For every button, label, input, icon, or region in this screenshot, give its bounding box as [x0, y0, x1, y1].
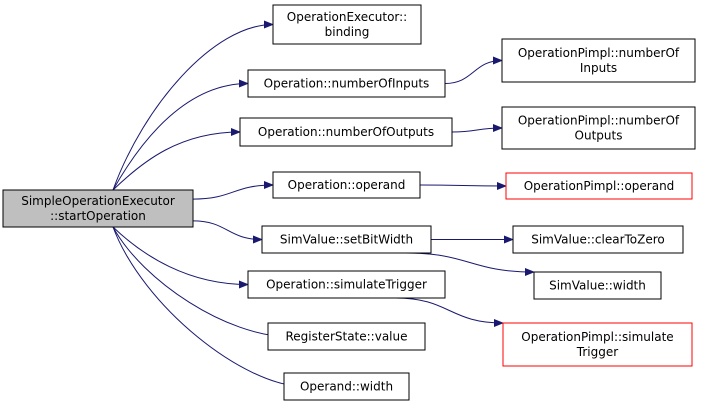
- edge-root-to-numOutputs: [112, 128, 241, 191]
- node-pimplSimTrigger[interactable]: OperationPimpl::simulateTrigger: [502, 322, 693, 367]
- edge-setBitWidth-to-simWidth: [405, 252, 535, 276]
- node-pimplInputs[interactable]: OperationPimpl::numberOfInputs: [501, 38, 696, 83]
- node-box: [272, 171, 421, 199]
- node-box: [261, 225, 432, 254]
- nodes-layer: SimpleOperationExecutor::startOperationO…: [2, 4, 696, 401]
- node-label: OperationPimpl::numberOf: [518, 114, 680, 128]
- node-simWidth[interactable]: SimValue::width: [533, 271, 662, 300]
- node-label: OperationExecutor::: [287, 10, 407, 24]
- node-pimplOperand[interactable]: OperationPimpl::operand: [505, 172, 693, 200]
- node-label: binding: [325, 25, 370, 39]
- node-numOutputs[interactable]: Operation::numberOfOutputs: [239, 117, 453, 147]
- node-label: Inputs: [580, 61, 617, 75]
- node-label: Operation::operand: [288, 178, 406, 192]
- node-box: [2, 189, 194, 228]
- node-label: Operation::numberOfInputs: [264, 77, 430, 91]
- node-label: SimpleOperationExecutor: [21, 194, 175, 208]
- node-label: SimValue::setBitWidth: [280, 233, 413, 247]
- edge-root-to-binding: [112, 20, 274, 191]
- node-label: Trigger: [576, 345, 618, 359]
- node-setBitWidth[interactable]: SimValue::setBitWidth: [261, 225, 432, 254]
- node-regValue[interactable]: RegisterState::value: [267, 322, 426, 351]
- node-label: Operation::numberOfOutputs: [258, 125, 434, 139]
- edge-root-to-operandWidth: [112, 226, 305, 391]
- edge-root-to-operand: [192, 181, 274, 200]
- node-box: [533, 271, 662, 300]
- node-label: OperationPimpl::numberOf: [518, 46, 680, 60]
- node-box: [501, 38, 696, 83]
- node-box: [283, 372, 410, 401]
- node-box: [272, 4, 422, 45]
- node-box: [247, 270, 446, 299]
- node-box: [267, 322, 426, 351]
- node-label: SimValue::width: [549, 279, 646, 293]
- node-box: [501, 106, 696, 150]
- node-label: SimValue::clearToZero: [531, 233, 665, 247]
- node-operandWidth[interactable]: Operand::width: [283, 372, 410, 401]
- edge-numOutputs-to-pimplOutputs: [451, 124, 503, 133]
- edges-layer: [112, 20, 535, 391]
- node-box: [247, 69, 446, 98]
- node-label: OperationPimpl::simulate: [521, 330, 673, 344]
- node-box: [502, 322, 693, 367]
- node-operand[interactable]: Operation::operand: [272, 171, 421, 199]
- edge-root-to-numInputs: [112, 79, 249, 191]
- edge-root-to-setBitWidth: [192, 220, 263, 244]
- edge-numInputs-to-pimplInputs: [444, 56, 503, 84]
- node-binding[interactable]: OperationExecutor::binding: [272, 4, 422, 45]
- edge-root-to-regValue: [112, 226, 289, 341]
- node-label: OperationPimpl::operand: [524, 179, 675, 193]
- node-label: Operation::simulateTrigger: [266, 278, 427, 292]
- node-root[interactable]: SimpleOperationExecutor::startOperation: [2, 189, 194, 228]
- node-clearToZero[interactable]: SimValue::clearToZero: [512, 225, 684, 254]
- edge-operand-to-pimplOperand: [419, 181, 507, 190]
- edge-root-to-simTrigger: [112, 226, 249, 289]
- node-box: [505, 172, 693, 200]
- edge-simTrigger-to-pimplSimTrigger: [395, 297, 504, 327]
- node-label: ::startOperation: [50, 209, 146, 223]
- node-box: [512, 225, 684, 254]
- node-simTrigger[interactable]: Operation::simulateTrigger: [247, 270, 446, 299]
- node-box: [239, 117, 453, 147]
- node-label: Operand::width: [300, 380, 393, 394]
- node-numInputs[interactable]: Operation::numberOfInputs: [247, 69, 446, 98]
- node-pimplOutputs[interactable]: OperationPimpl::numberOfOutputs: [501, 106, 696, 150]
- node-label: RegisterState::value: [285, 330, 407, 344]
- node-label: Outputs: [575, 129, 623, 143]
